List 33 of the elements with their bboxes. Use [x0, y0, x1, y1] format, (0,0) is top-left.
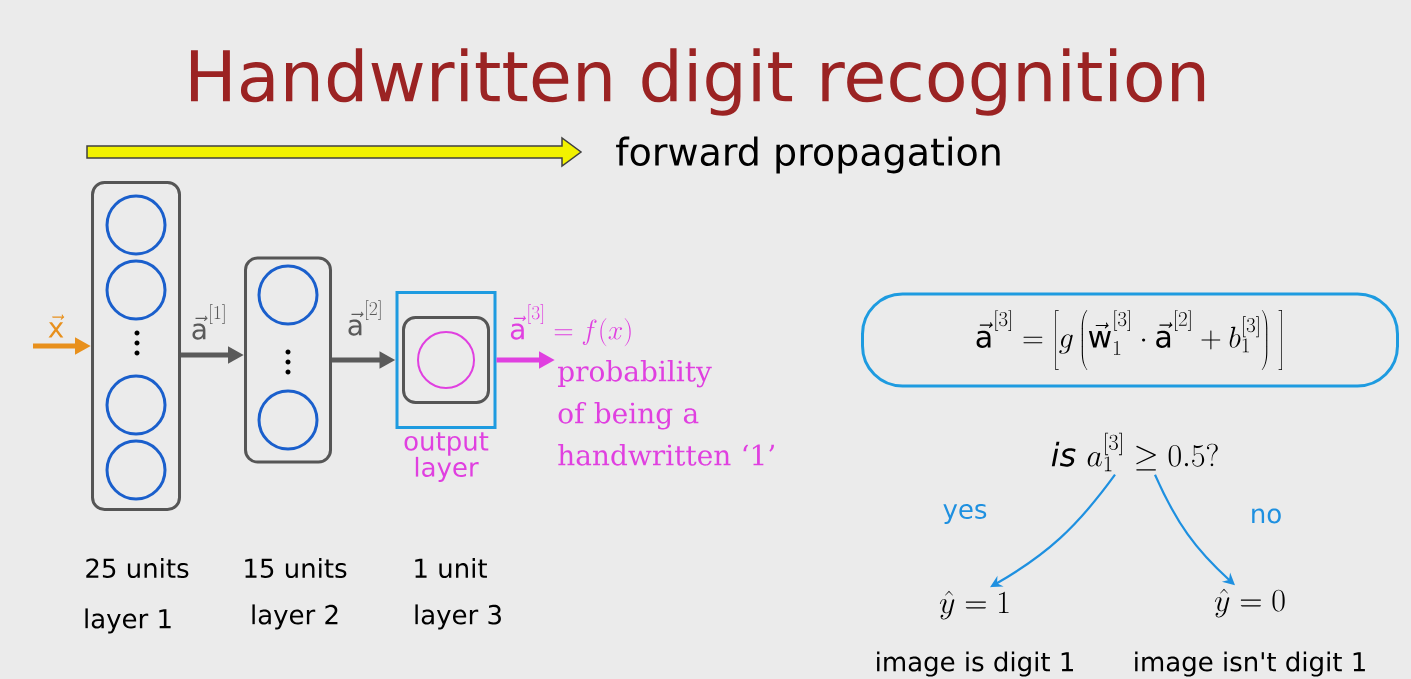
- neuron-circle: [105, 439, 167, 501]
- output-description: $\vec{\mathrm{a}}^{[3]} = f(x)$ probability of being a handwritten ‘1’: [510, 304, 774, 466]
- formula-box: $\vec{\mathrm{a}}^{[3]} = \left[g\left(\vec{\mathrm{w}}_1^{[3]}\cdot\vec{\mathrm{a}}^{[2]} + b_1^{[3]}\right)\;\right]$: [861, 292, 1399, 388]
- edge-label: $\vec{\mathrm{a}}^{[2]}$: [348, 300, 381, 336]
- neuron-circle: [105, 374, 167, 436]
- image-caption: image is digit 1: [877, 651, 1073, 677]
- layer-name-text: layer 2: [252, 604, 338, 630]
- output-layer-box: output layer: [395, 291, 497, 482]
- edge-label: $\vec{\mathrm{x}}$: [48, 314, 65, 338]
- neuron-circle: [417, 331, 475, 389]
- neuron-circle: [257, 264, 319, 326]
- edge-label: no: [1252, 508, 1281, 524]
- arrow: [990, 474, 1116, 588]
- layer-name-text: layer 1: [85, 608, 171, 634]
- layer-name-text: layer 3: [415, 604, 501, 630]
- prediction-formula: $\hat{y} = 1$: [939, 590, 1009, 620]
- prediction-formula: $\hat{y} = 0$: [1214, 588, 1285, 618]
- slide-title: Handwritten digit recognition: [191, 48, 1205, 116]
- layer-box: [402, 316, 490, 404]
- neuron-circle: [105, 194, 167, 256]
- unit-count-text: 1 unit: [415, 557, 487, 579]
- edge-label: yes: [943, 504, 987, 524]
- question-formula: $\mathit{is}\ a_1^{[3]} \geq 0.5?$: [1051, 432, 1218, 472]
- layer-box: [244, 256, 332, 464]
- layer-box: [91, 181, 181, 511]
- image-caption: image isn't digit 1: [1135, 651, 1365, 677]
- unit-count-text: 15 units: [245, 557, 347, 579]
- edge-label: $\vec{\mathrm{a}}^{[1]}$: [192, 304, 225, 340]
- arrow-caption: forward propagation: [616, 136, 1000, 174]
- node-label: output layer: [404, 432, 489, 483]
- unit-count-text: 25 units: [86, 557, 189, 579]
- neuron-circle: [257, 389, 319, 451]
- neuron-circle: [105, 259, 167, 321]
